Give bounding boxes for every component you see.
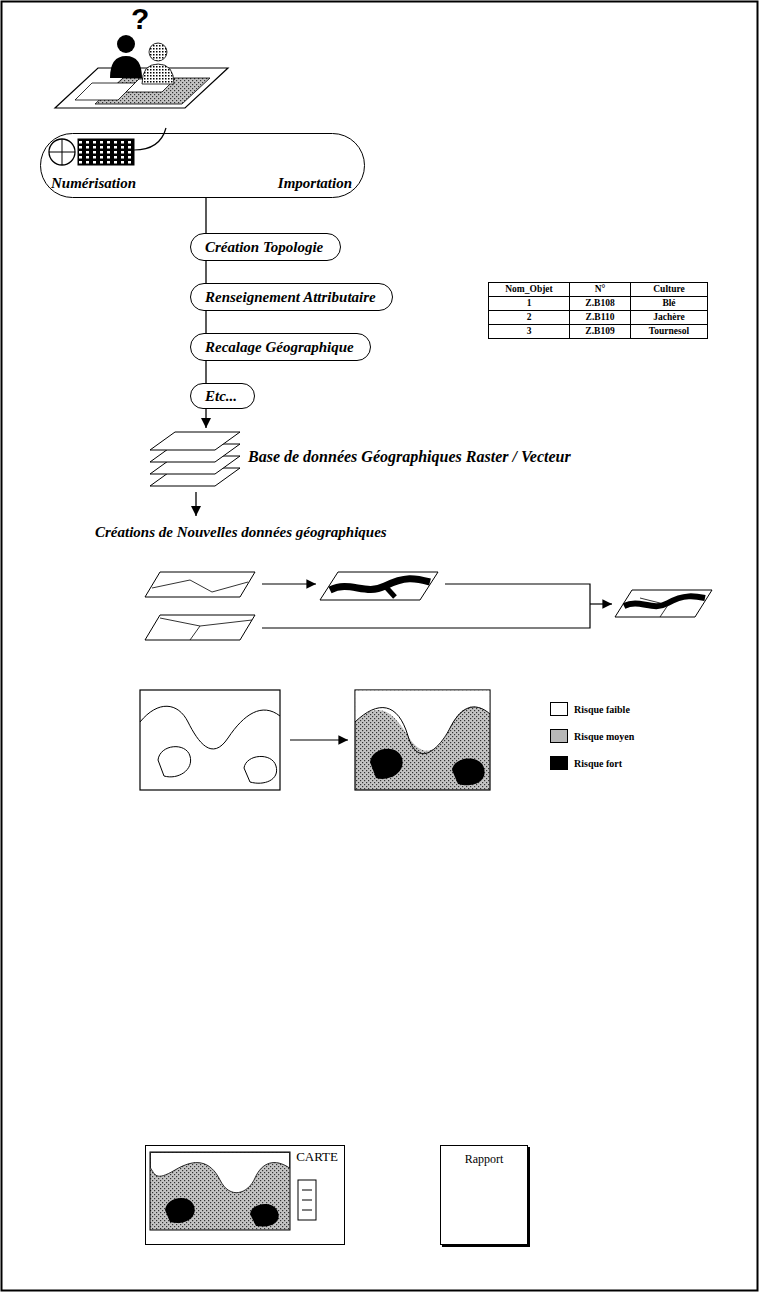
table-cell: Jachère [630, 310, 708, 325]
node-text: Création Topologie [205, 239, 323, 256]
risk-map-illustration [140, 690, 490, 790]
legend-text: Risque faible [574, 704, 630, 715]
node-text: Etc... [205, 388, 237, 405]
node-text: Recalage Géographique [205, 339, 354, 356]
table-cell: Z.B110 [569, 310, 631, 325]
overlay-illustration [145, 572, 712, 640]
layer-stack [150, 432, 240, 486]
legend-text: Risque moyen [574, 731, 634, 742]
legend-swatch [550, 756, 568, 770]
table-cell: 1 [488, 296, 570, 311]
flow-arrow [195, 492, 196, 516]
node-text: Rapport [441, 1152, 527, 1167]
database-stack: Base de données Géographiques Raster / V… [150, 428, 740, 492]
table-cell: Nom_Objet [488, 282, 570, 297]
node-text: Base de données Géographiques Raster / V… [248, 448, 571, 466]
process-step: Etc... [190, 383, 255, 409]
map-thumbnail [150, 1152, 316, 1230]
node-text: Numérisation [51, 175, 136, 192]
process-step: Renseignement Attributaire [190, 283, 393, 311]
legend-row: Risque faible [550, 702, 630, 716]
connector [205, 409, 206, 428]
table-cell: Blé [630, 296, 708, 311]
legend-row: Risque moyen [550, 729, 634, 743]
connector [205, 311, 206, 333]
node-text: CARTE [296, 1149, 338, 1165]
table-cell: Z.B109 [569, 324, 631, 339]
node-text: Renseignement Attributaire [205, 289, 376, 306]
report-output: Rapport [440, 1145, 528, 1245]
table-cell: Culture [630, 282, 708, 297]
table-cell: N° [569, 282, 631, 297]
legend-row: Risque fort [550, 756, 622, 770]
table-cell: Z.B108 [569, 296, 631, 311]
legend-text: Risque fort [574, 758, 622, 769]
table-cell: 3 [488, 324, 570, 339]
process-step: Recalage Géographique [190, 333, 371, 361]
table-cell: Tournesol [630, 324, 708, 339]
users-icon [55, 35, 228, 108]
map-output: CARTE [145, 1145, 345, 1245]
legend-swatch [550, 729, 568, 743]
table-cell: 2 [488, 310, 570, 325]
question-mark: ? [131, 4, 149, 34]
legend-swatch [550, 702, 568, 716]
connector [205, 261, 206, 283]
connector [205, 361, 206, 383]
node-text: Importation [278, 175, 352, 192]
input-pill: Numérisation Importation [40, 133, 365, 198]
connector [205, 198, 206, 233]
process-step: Création Topologie [190, 233, 341, 261]
section-heading: Créations de Nouvelles données géographi… [95, 524, 387, 541]
